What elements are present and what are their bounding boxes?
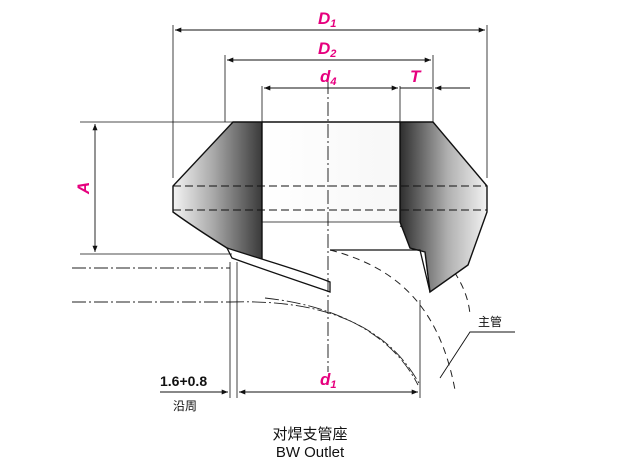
main-pipe-leader <box>439 331 515 379</box>
label-d1: d1 <box>320 370 337 391</box>
label-D2: D2 <box>318 39 336 60</box>
saddle-curve <box>225 246 331 293</box>
saddle-right-edge <box>330 249 431 293</box>
caption-chinese: 对焊支管座 <box>272 425 348 443</box>
extension-lines <box>80 25 488 398</box>
main-pipe-outer-dashed <box>329 249 456 391</box>
label-D1: D1 <box>318 9 336 30</box>
left-fitting-wall <box>172 121 263 266</box>
dimension-lines <box>92 27 485 395</box>
label-d4: d4 <box>320 67 337 88</box>
label-T: T <box>410 67 422 86</box>
right-fitting-wall <box>399 121 488 294</box>
outlet-bore <box>262 122 400 222</box>
label-A: A <box>74 182 93 195</box>
caption-english: BW Outlet <box>275 444 345 461</box>
label-gap-note: 沿周 <box>173 399 197 413</box>
label-main-pipe: 主管 <box>478 314 502 329</box>
label-gap: 1.6+0.8 <box>160 373 207 389</box>
main-pipe-centerlines <box>72 267 421 386</box>
